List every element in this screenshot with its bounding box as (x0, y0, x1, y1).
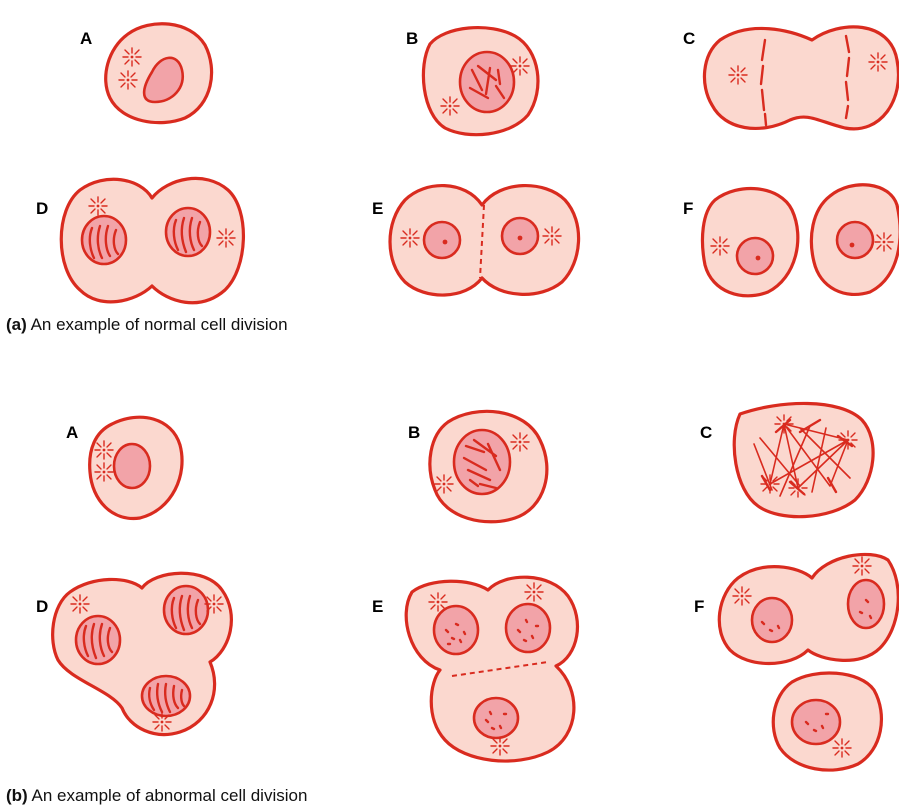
centrosome-icon (789, 479, 807, 497)
centrosome-icon (853, 557, 871, 575)
centrosome-icon (833, 739, 851, 757)
centrosome-icon (511, 57, 529, 75)
centrosome-icon (729, 66, 747, 84)
stage-label-c: C (700, 423, 712, 442)
centrosome-icon (511, 433, 529, 451)
nucleus (76, 616, 120, 664)
stage-label-f: F (694, 597, 704, 616)
normal-stage-e: E (372, 186, 579, 295)
stage-label-c: C (683, 29, 695, 48)
centrosome-icon (839, 431, 857, 449)
centrosome-icon (95, 463, 113, 481)
abnormal-stage-d: D (36, 573, 231, 734)
centrosome-icon (95, 441, 113, 459)
abnormal-stage-e: E (372, 577, 577, 761)
nucleus (164, 586, 208, 634)
centrosome-icon (71, 595, 89, 613)
nucleus (474, 698, 518, 738)
nucleolus (756, 256, 761, 261)
centrosome-icon (217, 229, 235, 247)
centrosome-icon (89, 197, 107, 215)
abnormal-stage-c: C (700, 403, 873, 516)
stage-label-b: B (408, 423, 420, 442)
caption-text: An example of normal cell division (27, 315, 288, 334)
stage-label-e: E (372, 597, 383, 616)
nucleus (752, 598, 792, 642)
centrosome-icon (441, 97, 459, 115)
nucleus (506, 604, 550, 652)
nucleus (434, 606, 478, 654)
caption-text: An example of abnormal cell division (28, 786, 308, 805)
cell (734, 403, 873, 516)
caption-abnormal-division: (b) An example of abnormal cell division (6, 786, 307, 806)
centrosome-icon (761, 475, 779, 493)
nucleolus (518, 236, 523, 241)
abnormal-stage-b: B (408, 411, 547, 521)
centrosome-icon (543, 227, 561, 245)
nucleus (792, 700, 840, 744)
normal-stage-c: C (683, 27, 898, 129)
nucleolus (443, 240, 448, 245)
centrosome-icon (775, 415, 793, 433)
stage-label-a: A (66, 423, 78, 442)
abnormal-stage-a: A (66, 417, 182, 518)
centrosome-icon (525, 583, 543, 601)
centrosome-icon (123, 48, 141, 66)
normal-stage-f: F (683, 185, 899, 296)
nucleolus (850, 243, 855, 248)
nucleus (114, 444, 150, 488)
normal-stage-a: A (80, 24, 212, 123)
stage-label-f: F (683, 199, 693, 218)
stage-label-e: E (372, 199, 383, 218)
centrosome-icon (429, 593, 447, 611)
nucleus (424, 222, 460, 258)
abnormal-division-panel: A B C D (36, 403, 898, 770)
caption-prefix: (b) (6, 786, 28, 805)
caption-normal-division: (a) An example of normal cell division (6, 315, 288, 335)
normal-division-panel: A B C D (36, 24, 899, 303)
nucleus (848, 580, 884, 628)
centrosome-icon (153, 713, 171, 731)
centrosome-icon (711, 237, 729, 255)
centrosome-icon (119, 71, 137, 89)
centrosome-icon (491, 737, 509, 755)
centrosome-icon (401, 229, 419, 247)
nucleus (82, 216, 126, 264)
stage-label-d: D (36, 597, 48, 616)
normal-stage-b: B (406, 28, 538, 135)
centrosome-icon (869, 53, 887, 71)
centrosome-icon (435, 475, 453, 493)
nucleus (737, 238, 773, 274)
cell (704, 27, 898, 129)
centrosome-icon (733, 587, 751, 605)
nucleus (166, 208, 210, 256)
normal-stage-d: D (36, 178, 243, 302)
caption-prefix: (a) (6, 315, 27, 334)
cell (390, 186, 579, 295)
stage-label-a: A (80, 29, 92, 48)
stage-label-d: D (36, 199, 48, 218)
nucleus (837, 222, 873, 258)
centrosome-icon (875, 233, 893, 251)
stage-label-b: B (406, 29, 418, 48)
abnormal-stage-f: F (694, 554, 898, 770)
centrosome-icon (205, 595, 223, 613)
